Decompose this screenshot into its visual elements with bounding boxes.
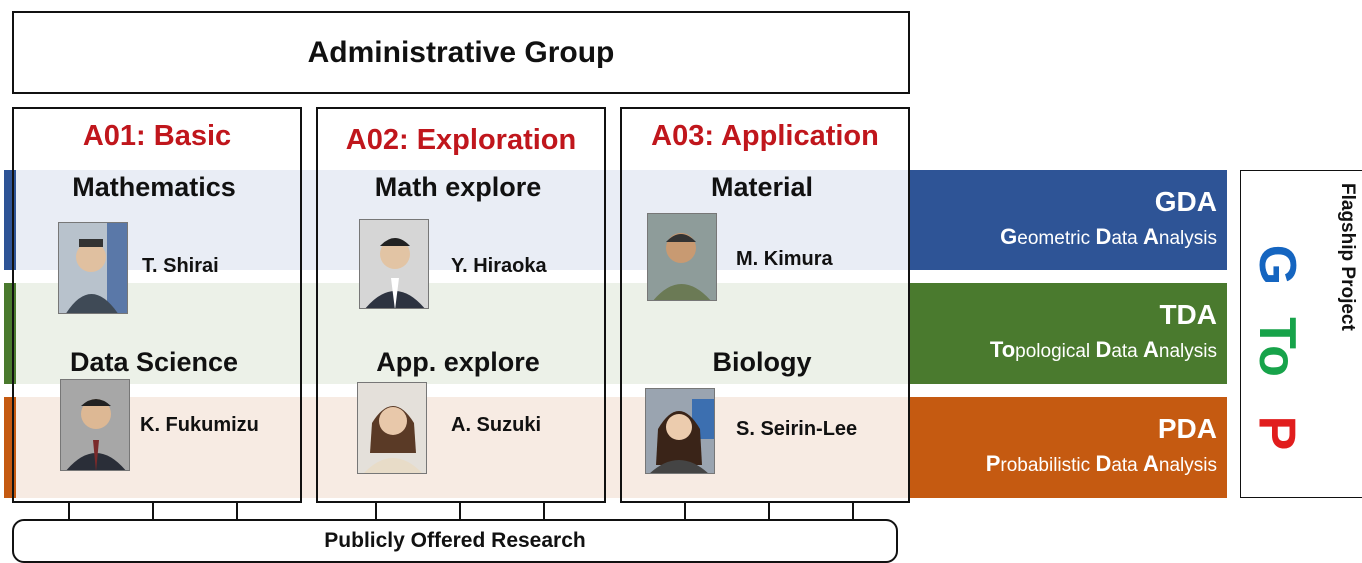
name-m-kimura: M. Kimura: [736, 248, 833, 270]
gda-bar: GDA Geometric Data Analysis: [910, 170, 1227, 270]
tda-full-name: Topological Data Analysis: [989, 337, 1217, 363]
group-a02-box: [316, 107, 606, 503]
topic-material: Material: [710, 172, 814, 202]
flagship-project-box: Flagship Project G To P: [1240, 170, 1362, 498]
topic-mathematics: Mathematics: [72, 172, 236, 202]
name-k-fukumizu: K. Fukumizu: [140, 414, 259, 436]
photo-t-shirai: [58, 222, 128, 314]
pda-bar: PDA Probabilistic Data Analysis: [910, 397, 1227, 498]
gtop-letter-g: G: [1248, 244, 1307, 286]
tick: [152, 503, 154, 520]
tick: [684, 503, 686, 520]
group-a03-box: [620, 107, 910, 503]
photo-k-fukumizu: [60, 379, 130, 471]
name-y-hiraoka: Y. Hiraoka: [451, 255, 547, 277]
photo-y-hiraoka: [359, 219, 429, 309]
name-t-shirai: T. Shirai: [142, 255, 219, 277]
pda-full-name: Probabilistic Data Analysis: [985, 451, 1217, 477]
administrative-group-box: Administrative Group: [12, 11, 910, 94]
administrative-group-label: Administrative Group: [307, 35, 615, 69]
name-a-suzuki: A. Suzuki: [451, 414, 542, 436]
tick: [68, 503, 70, 520]
tick: [852, 503, 854, 520]
topic-biology: Biology: [712, 347, 812, 377]
gda-band: [4, 170, 910, 270]
gda-code: GDA: [1154, 186, 1217, 217]
group-a01-box: [12, 107, 302, 503]
tda-bar: TDA Topological Data Analysis: [910, 283, 1227, 384]
topic-app-explore: App. explore: [376, 347, 540, 377]
tick: [543, 503, 545, 520]
name-s-seirin-lee: S. Seirin-Lee: [736, 418, 858, 440]
tick: [459, 503, 461, 520]
group-a01-title: A01: Basic: [82, 120, 232, 152]
gtop-letter-p: P: [1247, 415, 1306, 451]
tick: [375, 503, 377, 520]
group-a02-title: A02: Exploration: [345, 124, 577, 156]
tda-code: TDA: [1159, 299, 1217, 330]
publicly-offered-research-label: Publicly Offered Research: [324, 529, 586, 552]
photo-m-kimura: [647, 213, 717, 301]
publicly-offered-research-box: Publicly Offered Research: [12, 519, 898, 563]
tda-band: [4, 283, 910, 384]
photo-s-seirin-lee: [645, 388, 715, 474]
gtop-letter-to: To: [1247, 317, 1306, 377]
flagship-project-label: Flagship Project: [1337, 183, 1358, 331]
pda-code: PDA: [1157, 413, 1217, 444]
gda-full-name: Geometric Data Analysis: [1000, 224, 1217, 250]
tick: [768, 503, 770, 520]
topic-data-science: Data Science: [69, 347, 239, 377]
group-a03-title: A03: Application: [651, 120, 879, 152]
tick: [236, 503, 238, 520]
photo-a-suzuki: [357, 382, 427, 474]
topic-math-explore: Math explore: [374, 172, 542, 202]
